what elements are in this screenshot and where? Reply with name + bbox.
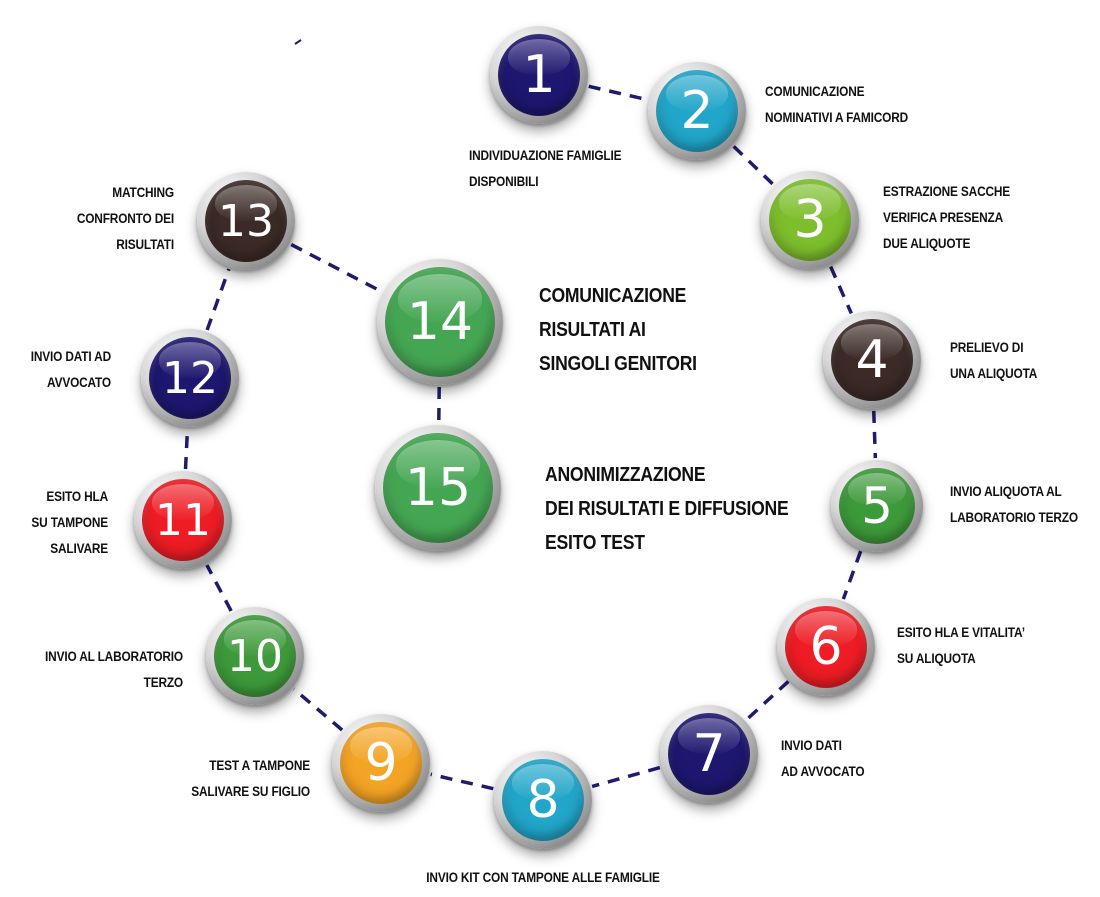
step-node-face: 12 [149,337,231,419]
connector-6-7 [745,680,790,721]
step-number: 2 [680,81,714,141]
step-label-15: ANONIMIZZAZIONE DEI RISULTATI E DIFFUSIO… [545,464,789,554]
step-node-13: 13 [197,172,295,270]
step-node-face: 13 [205,180,287,262]
step-node-1: 1 [490,26,588,124]
step-label-13: MATCHING CONFRONTO DEI RISULTATI [76,185,174,252]
step-node-face: 10 [214,615,296,697]
connector-10-11 [205,564,233,612]
step-node-face: 1 [498,34,580,116]
connector-12-13 [205,268,231,331]
connector-7-8 [591,765,661,789]
step-node-face: 11 [142,479,224,561]
connector-5-6 [841,550,863,600]
step-label-11: ESITO HLA SU TAMPONE SALIVARE [31,489,108,556]
step-number: 4 [855,330,889,390]
connector-1-2 [588,84,648,102]
step-number: 15 [404,458,472,518]
connector-4-5 [871,410,878,459]
connector-8-9 [430,772,494,791]
step-number: 11 [155,494,211,546]
step-node-face: 2 [656,70,738,152]
step-number: 14 [406,292,474,352]
step-label-2: COMUNICAZIONE NOMINATIVI A FAMICORD [765,84,909,125]
step-node-11: 11 [134,471,232,569]
step-number: 1 [522,45,556,105]
step-number: 10 [227,630,283,682]
step-label-7: INVIO DATI AD AVVOCATO [781,738,865,779]
step-node-face: 3 [769,179,851,261]
step-node-face: 14 [385,267,495,377]
stray-dash [294,39,302,45]
step-label-9: TEST A TAMPONE SALIVARE SU FIGLIO [191,758,310,799]
step-number: 8 [526,770,560,830]
step-number: 12 [162,352,218,404]
step-number: 5 [861,477,893,535]
step-label-10: INVIO AL LABORATORIO TERZO [45,649,183,690]
connector-11-12 [183,428,190,470]
step-label-8: INVIO KIT CON TAMPONE ALLE FAMIGLIE [426,870,660,885]
connector-13-14 [290,242,384,294]
step-node-face: 15 [383,433,493,543]
step-node-face: 5 [839,468,915,544]
step-node-14: 14 [377,259,503,385]
step-number: 9 [364,733,398,793]
step-node-10: 10 [206,607,304,705]
step-node-15: 15 [375,425,501,551]
step-node-face: 9 [340,722,422,804]
step-node-face: 8 [502,759,584,841]
step-node-6: 6 [777,598,875,696]
step-number: 7 [692,724,726,784]
step-label-12: INVIO DATI AD AVVOCATO [30,349,111,390]
step-node-4: 4 [823,311,921,409]
step-node-8: 8 [494,751,592,849]
step-number: 3 [793,190,827,250]
step-node-2: 2 [648,62,746,160]
step-label-6: ESITO HLA E VITALITA’ SU ALIQUOTA [897,625,1025,666]
step-node-5: 5 [831,460,923,552]
connector-2-3 [732,145,775,186]
step-label-5: INVIO ALIQUOTA AL LABORATORIO TERZO [950,484,1078,525]
step-label-14: COMUNICAZIONE RISULTATI AI SINGOLI GENIT… [539,285,697,375]
step-node-7: 7 [660,705,758,803]
connector-9-10 [292,687,344,732]
step-node-9: 9 [332,714,430,812]
step-node-face: 4 [831,319,913,401]
step-node-face: 7 [668,713,750,795]
step-label-3: ESTRAZIONE SACCHE VERIFICA PRESENZA DUE … [883,184,1011,251]
connector-3-4 [829,265,853,315]
step-number: 13 [218,195,274,247]
step-label-1: INDIVIDUAZIONE FAMIGLIE DISPONIBILI [469,148,622,189]
step-node-12: 12 [141,329,239,427]
step-label-4: PRELIEVO DI UNA ALIQUOTA [950,340,1038,381]
step-node-3: 3 [761,171,859,269]
step-number: 6 [809,617,843,677]
step-node-face: 6 [785,606,867,688]
